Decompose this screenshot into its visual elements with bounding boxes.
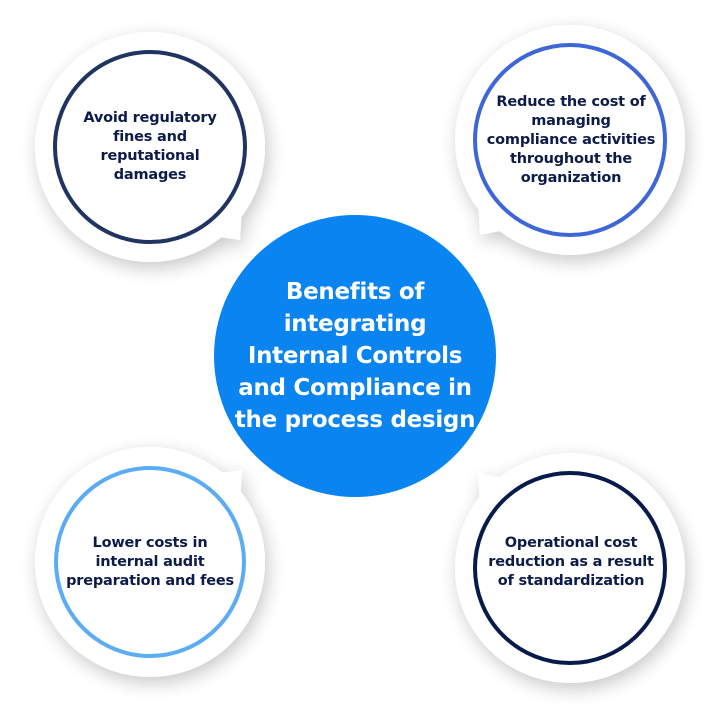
bubble-bottom-left: [35, 447, 265, 677]
bubble-bottom-right: [455, 453, 685, 683]
benefit-top-right-text: Reduce the cost of managing compliance a…: [486, 93, 656, 186]
bubble-top-right: [455, 25, 685, 255]
ring-top-left: [53, 50, 247, 244]
benefit-bottom-right-text: Operational cost reduction as a result o…: [488, 534, 654, 589]
ring-bottom-right: [473, 471, 667, 665]
center-circle: [214, 215, 496, 497]
ring-top-right: [473, 43, 667, 237]
ring-bottom-left: [54, 466, 246, 658]
center-title: Benefits of integrating Internal Control…: [234, 279, 476, 433]
benefit-bottom-left-text: Lower costs in internal audit preparatio…: [66, 534, 234, 589]
bubble-top-left: [35, 32, 265, 262]
benefit-top-left-text: Avoid regulatory fines and reputational …: [83, 110, 217, 183]
